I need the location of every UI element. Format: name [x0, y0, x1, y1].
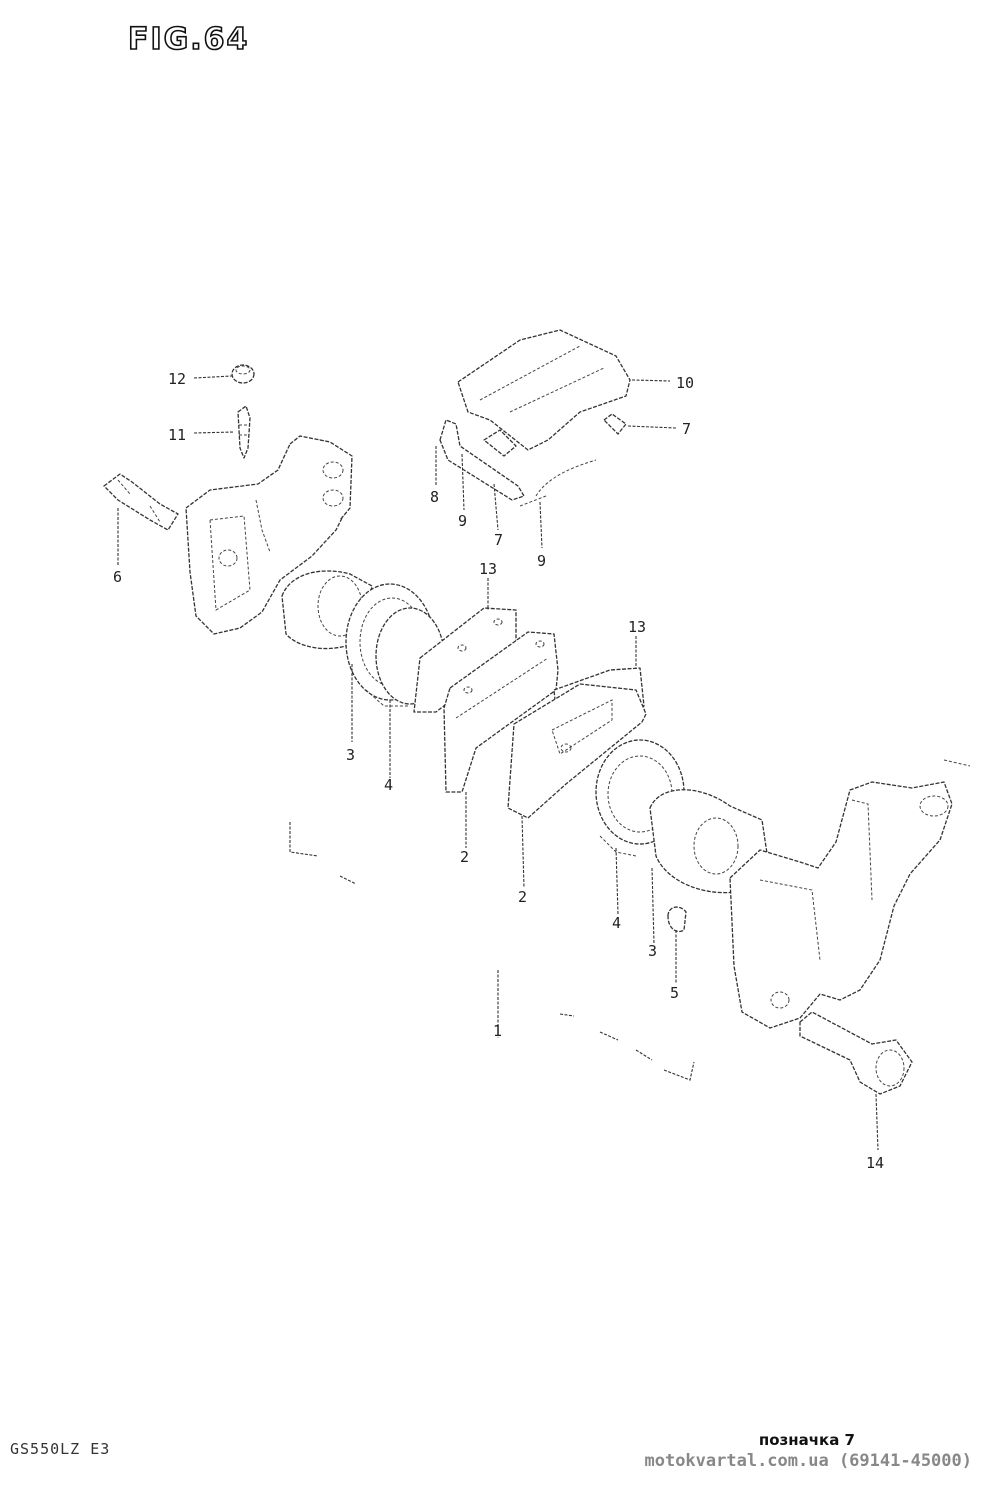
- caliper-body-right: [729, 759, 971, 1029]
- part-label-4-left: 4: [384, 776, 393, 794]
- part-label-8: 8: [430, 488, 439, 506]
- part-12-cap: [231, 364, 255, 384]
- part-label-6: 6: [113, 568, 122, 586]
- part-7-pin-upper: [603, 413, 627, 435]
- bracket-markers: [289, 822, 695, 1081]
- part-label-3-right: 3: [648, 942, 657, 960]
- footer-site-reference: motokvartal.com.ua (69141-45000): [644, 1451, 972, 1471]
- part-label-13-right: 13: [628, 618, 646, 636]
- footer-note: позначка 7: [758, 1431, 855, 1449]
- caliper-body-left: [185, 435, 353, 635]
- part-label-3-left: 3: [346, 746, 355, 764]
- part-label-2-left: 2: [460, 848, 469, 866]
- part-label-14: 14: [866, 1154, 884, 1172]
- part-label-12: 12: [168, 370, 186, 388]
- leader-lines: [117, 375, 879, 1151]
- part-label-7-upper: 7: [682, 420, 691, 438]
- part-9-spring: [439, 419, 597, 507]
- model-code: GS550LZ E3: [10, 1440, 111, 1458]
- part-3-piston-right: [649, 789, 769, 894]
- part-label-10: 10: [676, 374, 694, 392]
- part-label-13-left: 13: [479, 560, 497, 578]
- figure-title: FIG.64: [127, 21, 250, 58]
- part-13-shim-left: [413, 607, 517, 713]
- part-5-clip: [667, 906, 687, 933]
- part-2-pad-right: [507, 683, 647, 819]
- part-14-bolt: [799, 1011, 913, 1095]
- part-10-pad-cover: [457, 329, 631, 451]
- part-2-pad-left: [443, 631, 559, 793]
- part-label-2-right: 2: [518, 888, 527, 906]
- part-number-labels: 12 11 10 7 8 9 7 9 6 13 13 3 4 2 2 4 3 5…: [113, 370, 884, 1172]
- part-label-7-lower: 7: [494, 531, 503, 549]
- part-11-bleed-valve: [237, 405, 251, 459]
- part-6-bolt: [103, 473, 179, 531]
- part-label-11: 11: [168, 426, 186, 444]
- part-label-9-right: 9: [537, 552, 546, 570]
- part-label-1: 1: [493, 1022, 502, 1040]
- part-label-9-left: 9: [458, 512, 467, 530]
- part-label-4-right: 4: [612, 914, 621, 932]
- part-label-5: 5: [670, 984, 679, 1002]
